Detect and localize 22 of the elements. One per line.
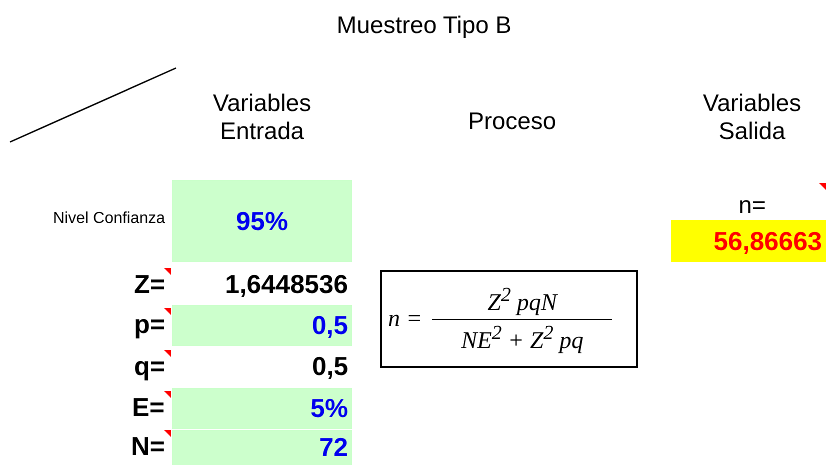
value-cell: 5%: [172, 388, 352, 429]
column-header: Variables Entrada: [212, 90, 312, 146]
value-cell: 95%: [172, 180, 352, 262]
diagram-title: Muestreo Tipo B: [336, 12, 512, 40]
formula-box: [380, 270, 638, 368]
value-cell: 0,5: [172, 305, 352, 346]
variable-label: q=: [134, 352, 166, 382]
column-header: Variables Salida: [702, 90, 802, 146]
row-label: Nivel Confianza: [53, 210, 166, 228]
value-cell: 56,86663: [671, 220, 826, 262]
formula-lhs: n =: [388, 306, 422, 332]
variable-label: Z=: [134, 270, 166, 300]
variable-label: E=: [132, 393, 165, 423]
variable-label: N=: [131, 432, 165, 462]
value-cell: 1,6448536: [225, 270, 348, 300]
value-cell: 0,5: [312, 352, 348, 382]
formula-numerator: Z$^{2}$ pqN: [488, 284, 557, 316]
formula-denominator: NE$^{2}$ + Z$^{2}$ pq: [461, 322, 584, 354]
output-label: n=: [738, 192, 766, 220]
variable-label: p=: [134, 310, 166, 340]
value-cell: 72: [172, 430, 352, 465]
column-header: Proceso: [468, 108, 556, 136]
